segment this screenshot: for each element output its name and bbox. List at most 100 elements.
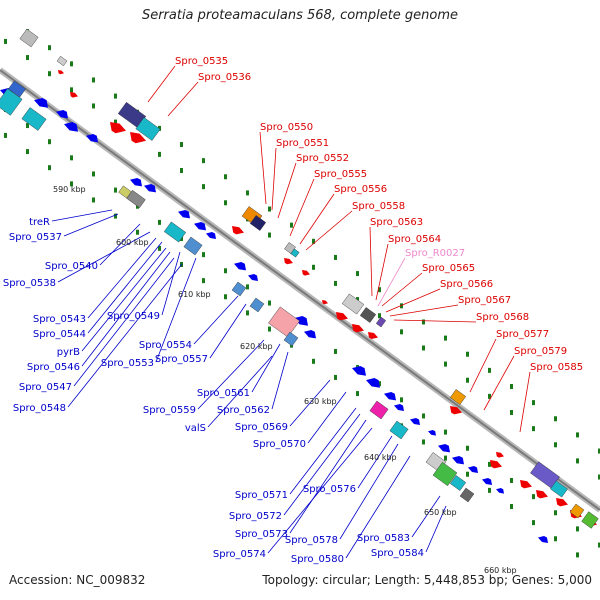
gene-block <box>359 307 377 323</box>
track-dot <box>554 416 557 422</box>
forward-gene-arrow <box>302 270 310 276</box>
track-dot <box>510 478 513 483</box>
label-callouts <box>51 65 531 559</box>
track-dot <box>466 471 469 477</box>
gene-block <box>459 487 475 503</box>
reverse-gene-arrow <box>352 366 366 376</box>
track-dot <box>576 432 579 438</box>
gene-label: Spro_0555 <box>314 169 367 180</box>
track-dot <box>312 264 315 270</box>
gene-block <box>135 117 161 141</box>
gene-block <box>56 55 68 67</box>
gene-label: Spro_0544 <box>33 329 86 340</box>
track-dot <box>554 536 557 542</box>
forward-gene-arrow <box>490 460 502 469</box>
track-dot <box>4 132 7 138</box>
callout-line <box>209 303 247 359</box>
track-dot <box>598 474 600 480</box>
track-dot <box>26 149 29 155</box>
gene-label: Spro_0558 <box>352 201 405 212</box>
track-dot <box>334 280 337 286</box>
track-dot <box>180 168 183 173</box>
forward-gene-arrow <box>232 226 244 235</box>
gene-label: Spro_0578 <box>285 535 338 546</box>
gene-label: Spro_0563 <box>370 217 423 228</box>
track-dot <box>466 377 469 383</box>
forward-gene-arrow <box>130 132 146 144</box>
gene-label: Spro_0537 <box>9 232 62 243</box>
track-dot <box>202 278 205 284</box>
reverse-gene-arrow <box>438 444 450 453</box>
callout-line <box>57 231 151 283</box>
reverse-gene-arrow <box>304 330 316 339</box>
gene-block <box>231 281 247 297</box>
track-dot <box>510 384 513 389</box>
gene-label: Spro_R0027 <box>405 248 465 259</box>
track-dot <box>158 125 161 131</box>
callout-line <box>271 147 277 211</box>
callout-line <box>51 209 113 222</box>
track-dot <box>268 206 271 212</box>
reverse-gene-arrow <box>366 378 380 388</box>
track-dot <box>246 190 249 196</box>
callout-line <box>193 295 239 345</box>
kbp-tick-label: 620 kbp <box>240 342 273 351</box>
gene-block <box>569 503 585 519</box>
track-dot <box>576 526 579 532</box>
gene-label: Spro_0573 <box>235 529 288 540</box>
track-dot <box>356 391 359 397</box>
callout-line <box>87 237 157 319</box>
callout-line <box>425 505 447 553</box>
track-dot <box>92 171 95 177</box>
callout-line <box>251 343 281 393</box>
genome-backbone <box>0 67 600 513</box>
track-dot <box>532 520 535 526</box>
reverse-gene-arrow <box>34 98 48 108</box>
gene-label: Spro_0561 <box>197 388 250 399</box>
track-dot <box>378 287 381 293</box>
track-dot <box>26 123 29 129</box>
callout-line <box>411 495 441 538</box>
gene-label: Spro_0552 <box>296 153 349 164</box>
track-dot <box>26 55 29 61</box>
track-dot <box>70 181 73 187</box>
forward-gene-arrow <box>520 480 532 489</box>
track-dot <box>488 393 491 399</box>
reverse-gene-arrow <box>56 110 68 119</box>
callout-line <box>73 257 175 387</box>
track-dot <box>378 381 381 387</box>
track-dot <box>158 219 161 225</box>
track-dot <box>114 119 117 125</box>
gene-block <box>0 88 23 116</box>
gene-block <box>290 248 300 258</box>
callout-line <box>385 288 441 313</box>
kbp-tick-label: 590 kbp <box>53 185 86 194</box>
callout-line <box>299 193 335 245</box>
gene-labels: Spro_0535Spro_0536Spro_0550Spro_0551Spro… <box>3 56 583 565</box>
gene-label: Spro_0585 <box>530 362 583 373</box>
track-dot <box>400 397 403 403</box>
track-dot <box>114 93 117 99</box>
callout-line <box>357 435 393 489</box>
gene-label: Spro_0540 <box>45 261 98 272</box>
callout-line <box>87 241 163 334</box>
gene-label: Spro_0550 <box>260 122 313 133</box>
callout-line <box>147 65 176 103</box>
gene-block <box>249 297 265 313</box>
gene-label: Spro_0564 <box>388 234 441 245</box>
accession-text: Accession: NC_009832 <box>9 573 146 587</box>
gene-block <box>249 215 267 231</box>
gene-label: Spro_0559 <box>143 405 196 416</box>
gene-label: Spro_0574 <box>213 549 266 560</box>
callout-line <box>289 407 357 495</box>
gene-label: Spro_0538 <box>3 278 56 289</box>
track-dot <box>268 300 271 306</box>
track-dot <box>554 510 557 516</box>
callout-line <box>393 319 477 323</box>
reverse-gene-arrow <box>496 488 504 494</box>
kbp-tick-label: 660 kbp <box>484 566 517 575</box>
gene-block <box>126 189 146 209</box>
gene-label: Spro_0567 <box>458 295 511 306</box>
reverse-gene-arrow <box>428 430 436 436</box>
